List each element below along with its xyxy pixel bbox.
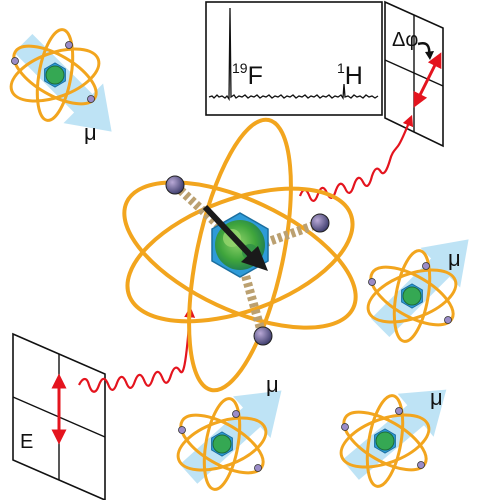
dipole-label-top-left: μ: [84, 120, 97, 145]
dipole-label-bottom-center: μ: [266, 372, 279, 397]
electric-field-label: E: [20, 431, 33, 453]
orbit: [202, 397, 242, 491]
spectrum-trace: [208, 7, 379, 102]
dipole-label-bottom-right: μ: [430, 385, 443, 410]
hydrogen-peak-label: 1H: [337, 60, 363, 90]
phase-field-arrow: [413, 52, 442, 108]
electron: [87, 95, 95, 103]
electron: [253, 326, 273, 346]
central-atom: [122, 117, 358, 393]
nmr-spectrum: 19F 1H: [205, 1, 383, 116]
field-panel: E: [12, 332, 106, 500]
orbit: [9, 47, 101, 103]
electron: [165, 175, 185, 195]
electron: [254, 464, 262, 472]
electron: [65, 41, 73, 49]
small-atom-right: [366, 239, 469, 343]
orbit: [176, 416, 268, 472]
electron: [310, 213, 330, 233]
dipole-label-right: μ: [448, 246, 461, 271]
orbit: [179, 413, 265, 475]
orbit: [392, 249, 432, 343]
electron: [11, 57, 19, 65]
orbit: [339, 413, 431, 469]
orbit: [366, 268, 458, 324]
fluorine-peak-label: 19F: [232, 60, 263, 90]
small-atom-bottom-right: [339, 389, 447, 488]
orbit: [369, 265, 455, 327]
electron: [422, 262, 430, 270]
spin-arrow: [202, 204, 258, 263]
small-atom-bottom-center: [176, 390, 282, 491]
electron: [232, 410, 240, 418]
electron: [368, 278, 376, 286]
orbit: [35, 28, 75, 122]
electron: [395, 407, 403, 415]
electron: [444, 316, 452, 324]
phase-shift-label: Δφ: [392, 29, 418, 51]
orbit: [342, 410, 428, 472]
outgoing-wave: [298, 114, 414, 202]
electron: [417, 461, 425, 469]
orbit: [12, 44, 98, 106]
incoming-wave: [78, 306, 196, 393]
orbit: [365, 394, 405, 488]
electron: [178, 426, 186, 434]
phase-panel: Δφ: [384, 0, 444, 148]
small-atom-top-left: [9, 28, 112, 132]
electron: [341, 423, 349, 431]
